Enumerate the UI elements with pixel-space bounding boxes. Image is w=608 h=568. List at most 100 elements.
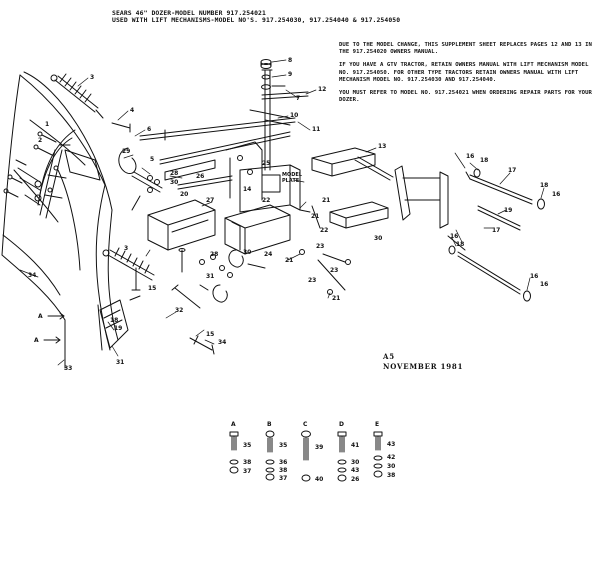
hardware-set-d-label-4: 26 (351, 476, 359, 483)
hardware-set-b-label-3: 38 (279, 467, 287, 474)
hardware-set-b-letter: B (267, 421, 272, 428)
hardware-set-a-letter: A (231, 421, 236, 428)
channel-30 (311, 201, 389, 229)
callout-31b: 31 (116, 359, 124, 366)
hardware-set-e-label-2: 42 (387, 454, 395, 461)
arrow-a-2: A (34, 337, 39, 344)
callout-2: 2 (38, 137, 42, 144)
dozer-blade (1, 71, 119, 369)
callout-16e: 16 (540, 281, 548, 288)
lift-spring-upper (50, 73, 104, 119)
callout-31: 31 (206, 273, 214, 280)
callout-19: 19 (114, 325, 122, 332)
stamp-date: NOVEMBER 1981 (383, 362, 464, 371)
channel-13 (311, 147, 394, 181)
callout-24: 24 (264, 251, 272, 258)
skid-bracket (97, 299, 129, 351)
callout-21d: 21 (332, 295, 340, 302)
hardware-set-c-letter: C (303, 421, 308, 428)
callout-17a: 17 (508, 167, 516, 174)
callout-3b: 3 (124, 245, 128, 252)
stamp-code: A5 (383, 352, 395, 361)
callout-7: 7 (296, 95, 300, 102)
callout-15b: 15 (206, 331, 214, 338)
blade-bolts (3, 131, 57, 198)
callout-21b: 21 (311, 213, 319, 220)
leader-lines (19, 59, 545, 366)
model-plate-bracket (239, 164, 301, 213)
callout-23b: 23 (330, 267, 338, 274)
callout-22: 22 (320, 227, 328, 234)
lower-bolts (178, 248, 266, 303)
callout-12: 12 (318, 86, 326, 93)
bolts-21-23 (299, 209, 351, 295)
hardware-set-d-label-3: 43 (351, 467, 359, 474)
callout-18d: 18 (540, 182, 548, 189)
bolt-15-34 (129, 267, 215, 355)
hardware-set-a-label-3: 37 (243, 468, 251, 475)
hardware-set-d-label-1: 41 (351, 442, 359, 449)
lift-spring-lower (102, 247, 155, 281)
callout-26: 26 (196, 173, 204, 180)
callout-29: 29 (122, 148, 130, 155)
hardware-set-e-label-1: 43 (387, 441, 395, 448)
callout-30b: 30 (243, 249, 251, 256)
callout-28b: 28 (210, 251, 218, 258)
callout-5: 5 (150, 156, 154, 163)
callout-14: 14 (243, 186, 251, 193)
callout-16d: 16 (530, 273, 538, 280)
hardware-set-a-label-2: 38 (243, 459, 251, 466)
hardware-set-b-label-4: 37 (279, 475, 287, 482)
hardware-set-labels: A 35 38 37 B 35 36 38 37 C 39 40 D 41 30… (231, 421, 395, 483)
callout-19b: 19 (504, 207, 512, 214)
note-ordering: YOU MUST REFER TO MODEL NO. 917.254021 W… (339, 90, 592, 104)
callout-30a: 30 (170, 179, 178, 186)
hardware-set-a (229, 431, 239, 474)
hardware-set-a-label-1: 35 (243, 442, 251, 449)
callout-21c: 21 (285, 257, 293, 264)
hardware-set-c-label-1: 39 (315, 444, 323, 451)
blade-mount-rail (17, 129, 76, 219)
callout-27b: 22 (262, 197, 270, 204)
callout-11: 11 (312, 126, 320, 133)
notes-block: DUE TO THE MODEL CHANGE, THIS SUPPLEMENT… (339, 42, 601, 110)
hardware-set-d-label-2: 30 (351, 459, 359, 466)
hardware-set-e (373, 431, 383, 478)
lift-rod (139, 109, 296, 165)
callout-6: 6 (147, 126, 151, 133)
callout-17b: 17 (492, 227, 500, 234)
callout-16c: 16 (450, 233, 458, 240)
diagram-title: SEARS 46" DOZER-MODEL NUMBER 917.254021 (112, 9, 266, 17)
callout-15: 15 (148, 285, 156, 292)
callout-32: 32 (175, 307, 183, 314)
hardware-set-b (265, 430, 275, 481)
callout-25: 25 (262, 160, 270, 167)
callout-16b: 16 (552, 191, 560, 198)
callout-9: 9 (288, 71, 292, 78)
right-side-plate (394, 165, 449, 229)
bolt-4 (111, 122, 131, 133)
arrow-a-1: A (38, 313, 43, 320)
hardware-set-e-label-3: 30 (387, 463, 395, 470)
long-bolt-17-upper (465, 168, 545, 210)
callout-34b: 34 (218, 339, 226, 346)
long-bolt-17-lower (447, 235, 531, 302)
hardware-set-e-label-4: 38 (387, 472, 395, 479)
callout-23c: 23 (308, 277, 316, 284)
rod-19 (477, 205, 521, 231)
callout-28a: 28 (170, 170, 178, 177)
linkage-hardware (118, 147, 163, 211)
box-channel-right (224, 204, 291, 255)
callout-18e: 18 (456, 241, 464, 248)
callout-18: 18 (110, 317, 118, 324)
callout-13: 13 (378, 143, 386, 150)
callout-34: 34 (28, 272, 36, 279)
hardware-set-d (337, 431, 347, 482)
callout-labels: 3 4 6 1 2 8 9 7 12 10 11 13 MODEL PLATE … (28, 57, 560, 372)
box-channel-left (147, 199, 216, 251)
callout-4: 4 (130, 107, 134, 114)
callout-30c: 30 (374, 235, 382, 242)
callout-33: 33 (64, 365, 72, 372)
callout-8: 8 (288, 57, 292, 64)
